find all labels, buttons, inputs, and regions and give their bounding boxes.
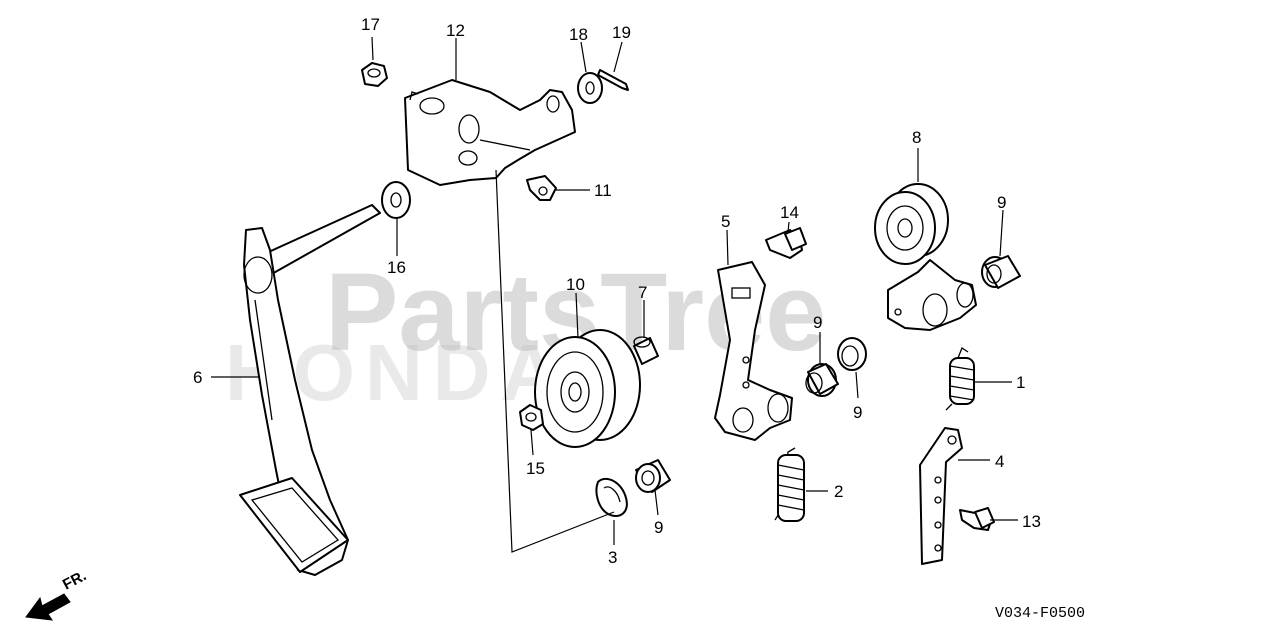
part-7-collar[interactable] <box>633 336 659 365</box>
part-1-spring[interactable] <box>945 347 975 411</box>
callout-10: 10 <box>566 275 585 294</box>
part-2-spring[interactable] <box>774 447 805 522</box>
part-3-clip[interactable] <box>595 477 628 517</box>
front-arrow-icon <box>25 593 71 621</box>
part-11-clip[interactable] <box>526 175 557 201</box>
callout-8: 8 <box>912 128 921 147</box>
callout-4: 4 <box>995 452 1004 471</box>
part-9c-collar[interactable] <box>837 337 867 371</box>
callout-19: 19 <box>612 23 631 42</box>
callout-18: 18 <box>569 25 588 44</box>
callout-9-right: 9 <box>997 193 1006 212</box>
callout-9-middle: 9 <box>813 313 822 332</box>
callout-11: 11 <box>594 181 612 200</box>
part-9a-collar[interactable] <box>635 459 671 493</box>
part-15-nut[interactable] <box>519 404 544 431</box>
callout-9-middle-right: 9 <box>853 403 862 422</box>
callout-12: 12 <box>446 21 465 40</box>
leader-lines <box>211 36 1018 553</box>
front-direction-indicator: FR. <box>25 567 89 621</box>
part-9b-collar[interactable] <box>805 363 839 397</box>
part-8-pulley-assembly[interactable] <box>874 183 977 331</box>
callout-labels: 17 12 18 19 11 16 6 10 7 15 3 9 5 14 9 9… <box>193 15 1041 567</box>
callout-6: 6 <box>193 368 202 387</box>
part-17-nut[interactable] <box>361 62 388 87</box>
diagram-code: V034-F0500 <box>995 605 1085 622</box>
callout-9-lower: 9 <box>654 518 663 537</box>
callout-5: 5 <box>721 212 730 231</box>
front-label: FR. <box>60 567 89 593</box>
part-6-pedal[interactable] <box>239 204 381 576</box>
callout-1: 1 <box>1016 373 1025 392</box>
part-19-pin[interactable] <box>597 69 629 91</box>
callout-13: 13 <box>1022 512 1041 531</box>
callout-16: 16 <box>387 258 406 277</box>
callout-14: 14 <box>780 203 799 222</box>
part-13-bolt[interactable] <box>959 507 995 531</box>
part-16-washer[interactable] <box>381 181 411 219</box>
part-14-bolt[interactable] <box>765 227 807 259</box>
callout-3: 3 <box>608 548 617 567</box>
callout-17: 17 <box>361 15 380 34</box>
part-5-arm[interactable] <box>714 261 793 441</box>
part-4-plate[interactable] <box>919 427 963 565</box>
callout-7: 7 <box>638 283 647 302</box>
callout-2: 2 <box>834 482 843 501</box>
part-10-pulley[interactable] <box>534 329 641 448</box>
part-12-bracket[interactable] <box>404 79 576 186</box>
part-9d-collar[interactable] <box>981 255 1021 289</box>
part-18-washer[interactable] <box>577 72 603 104</box>
callout-15: 15 <box>526 459 545 478</box>
